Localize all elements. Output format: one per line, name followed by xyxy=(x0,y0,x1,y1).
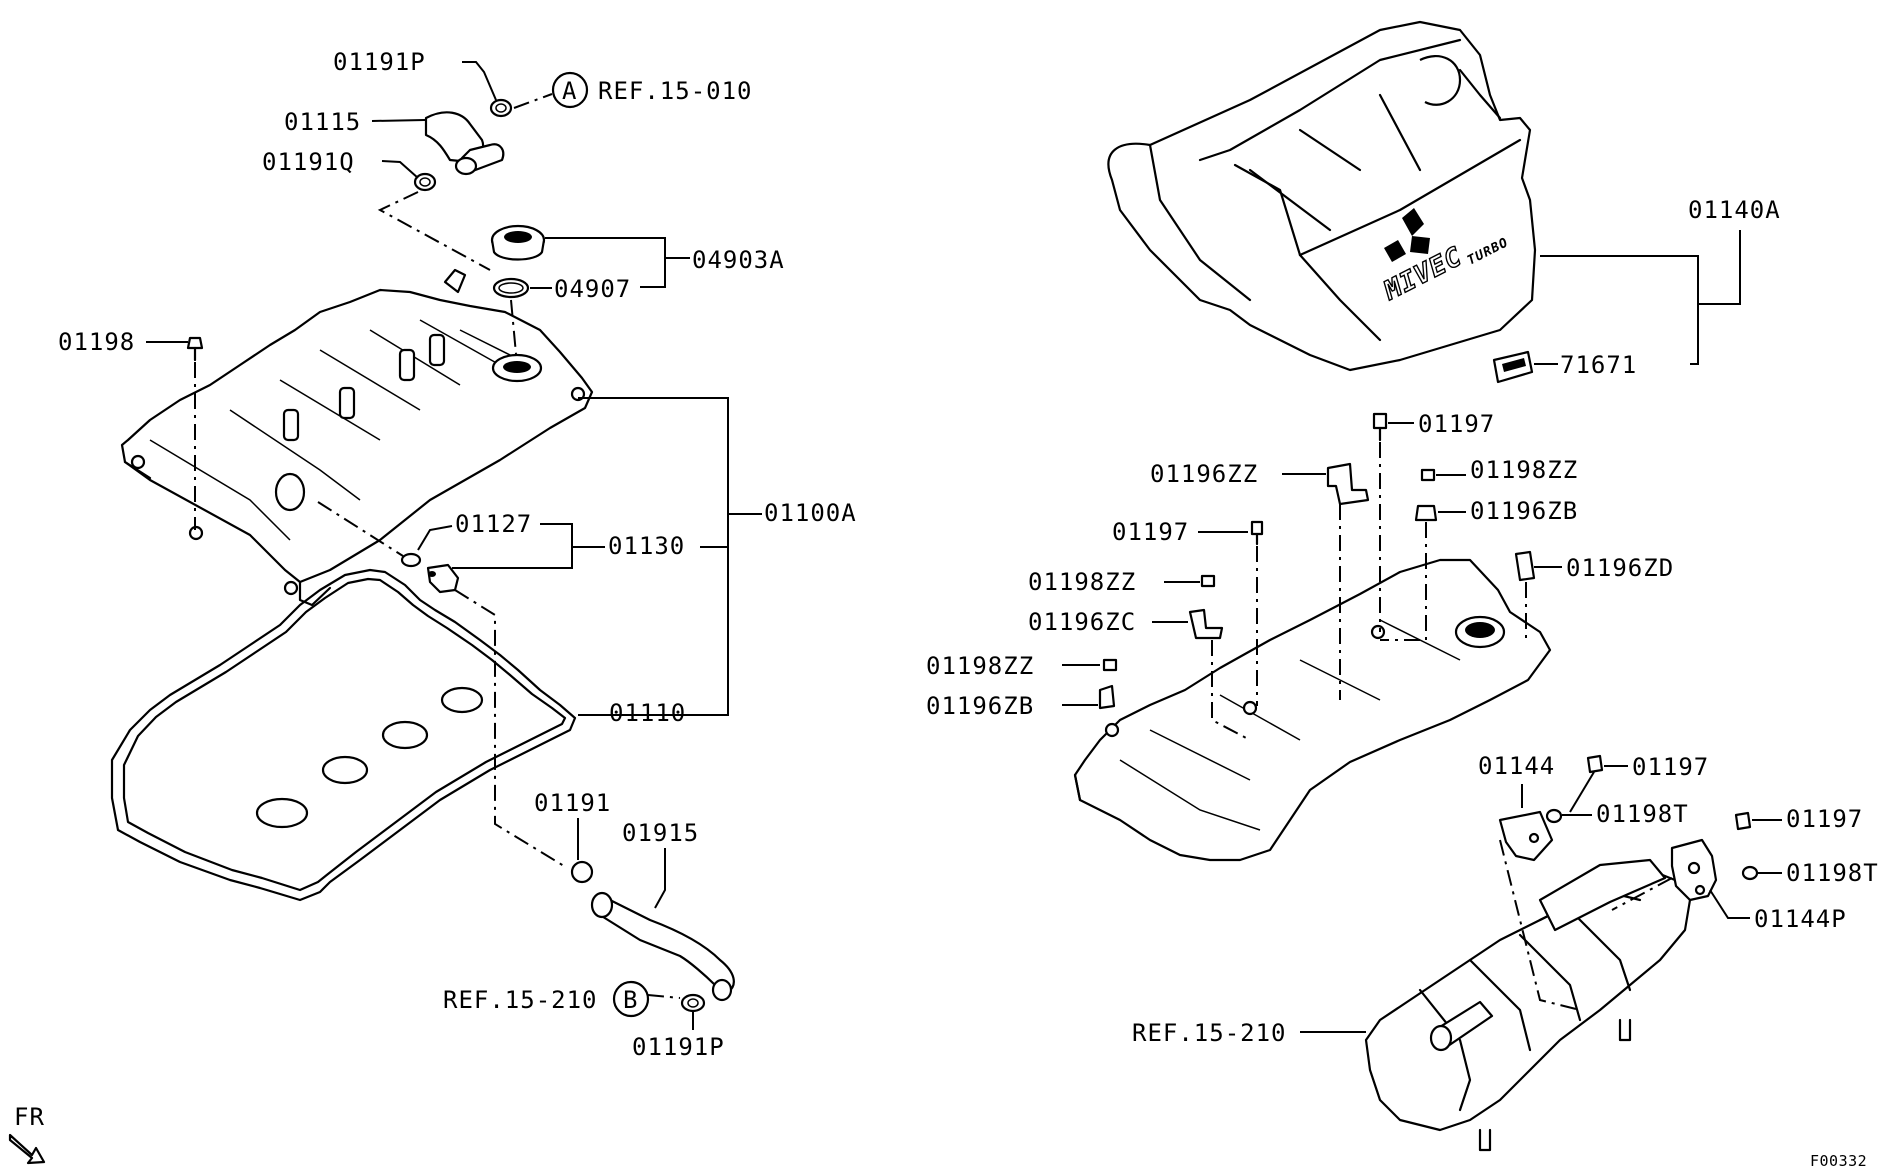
clip-01196ZD xyxy=(1514,550,1536,582)
label-ref-15-210-intake: REF.15-210 xyxy=(1132,1019,1287,1047)
ref-circle-a xyxy=(551,71,589,109)
label-01198T-a: 01198T xyxy=(1596,800,1689,828)
label-01198T-b: 01198T xyxy=(1786,859,1879,887)
bolt-01198T-b xyxy=(1741,865,1759,881)
bolt-01198ZZ-c xyxy=(1102,658,1118,672)
front-arrow-icon xyxy=(8,1133,46,1165)
ref-circle-b xyxy=(612,980,650,1018)
label-01196ZB-a: 01196ZB xyxy=(1470,497,1578,525)
label-01197-d: 01197 xyxy=(1786,805,1863,833)
bolt-01197-a xyxy=(1372,412,1388,442)
bolt-01197-b xyxy=(1250,520,1264,546)
label-01197-a: 01197 xyxy=(1418,410,1495,438)
label-01130: 01130 xyxy=(608,532,685,560)
bracket-01196ZC xyxy=(1188,608,1224,640)
ref-letter-b: B xyxy=(623,986,638,1014)
label-fr: FR xyxy=(14,1103,45,1131)
label-01191Q: 01191Q xyxy=(262,148,355,176)
label-01197-b: 01197 xyxy=(1112,518,1189,546)
label-01100A: 01100A xyxy=(764,499,857,527)
label-01127: 01127 xyxy=(455,510,532,538)
label-01196ZC: 01196ZC xyxy=(1028,608,1136,636)
label-01197-c: 01197 xyxy=(1632,753,1709,781)
label-01191P-bottom: 01191P xyxy=(632,1033,725,1061)
rocker-cover-gasket xyxy=(110,568,577,902)
label-01198: 01198 xyxy=(58,328,135,356)
label-04907: 04907 xyxy=(554,275,631,303)
label-01144P: 01144P xyxy=(1754,905,1847,933)
label-01198ZZ-a: 01198ZZ xyxy=(1470,456,1578,484)
rocker-cover xyxy=(120,268,594,607)
breather-hose-top xyxy=(424,111,505,176)
label-01198ZZ-c: 01198ZZ xyxy=(926,652,1034,680)
collar-01196ZB-a xyxy=(1414,504,1438,522)
intake-manifold xyxy=(1364,858,1692,1152)
clamp-01191P-bottom xyxy=(680,993,706,1013)
breather-hose-01915 xyxy=(570,860,735,1002)
clamp-01191P-top xyxy=(489,98,513,118)
engine-cover: MIVEC TURBO xyxy=(1107,20,1537,372)
bracket-01196ZB-b xyxy=(1098,684,1116,710)
cap-gasket-04907 xyxy=(492,277,530,299)
badge-71671 xyxy=(1492,350,1534,384)
label-01115: 01115 xyxy=(284,108,361,136)
label-ref-15-010: REF.15-010 xyxy=(598,77,753,105)
label-01196ZD: 01196ZD xyxy=(1566,554,1674,582)
pcv-o-ring-01127 xyxy=(400,552,422,568)
bracket-01196ZZ xyxy=(1326,462,1370,506)
ref-letter-a: A xyxy=(562,77,577,105)
bracket-01144P xyxy=(1670,838,1718,902)
figure-code: F00332 xyxy=(1810,1152,1867,1170)
label-01191: 01191 xyxy=(534,789,611,817)
label-01196ZB-b: 01196ZB xyxy=(926,692,1034,720)
label-ref-15-210-b: REF.15-210 xyxy=(443,986,598,1014)
label-01144: 01144 xyxy=(1478,752,1555,780)
bolt-01198ZZ-a xyxy=(1420,468,1436,482)
pcv-valve-01130 xyxy=(426,563,460,594)
label-71671: 71671 xyxy=(1560,351,1637,379)
bolt-01197-d xyxy=(1734,811,1752,831)
clamp-01191Q xyxy=(413,172,437,192)
label-01140A: 01140A xyxy=(1688,196,1781,224)
rocker-cover-right xyxy=(1073,558,1552,862)
label-01196ZZ: 01196ZZ xyxy=(1150,460,1258,488)
label-01110: 01110 xyxy=(609,699,686,727)
label-04903A: 04903A xyxy=(692,246,785,274)
oil-filler-cap xyxy=(490,224,546,261)
bolt-01197-c xyxy=(1586,754,1604,774)
label-01198ZZ-b: 01198ZZ xyxy=(1028,568,1136,596)
bolt-01198ZZ-b xyxy=(1200,574,1216,588)
label-01191P-top: 01191P xyxy=(333,48,426,76)
bolt-01198T-a xyxy=(1545,808,1563,824)
bracket-01144 xyxy=(1498,810,1554,862)
label-01915: 01915 xyxy=(622,819,699,847)
